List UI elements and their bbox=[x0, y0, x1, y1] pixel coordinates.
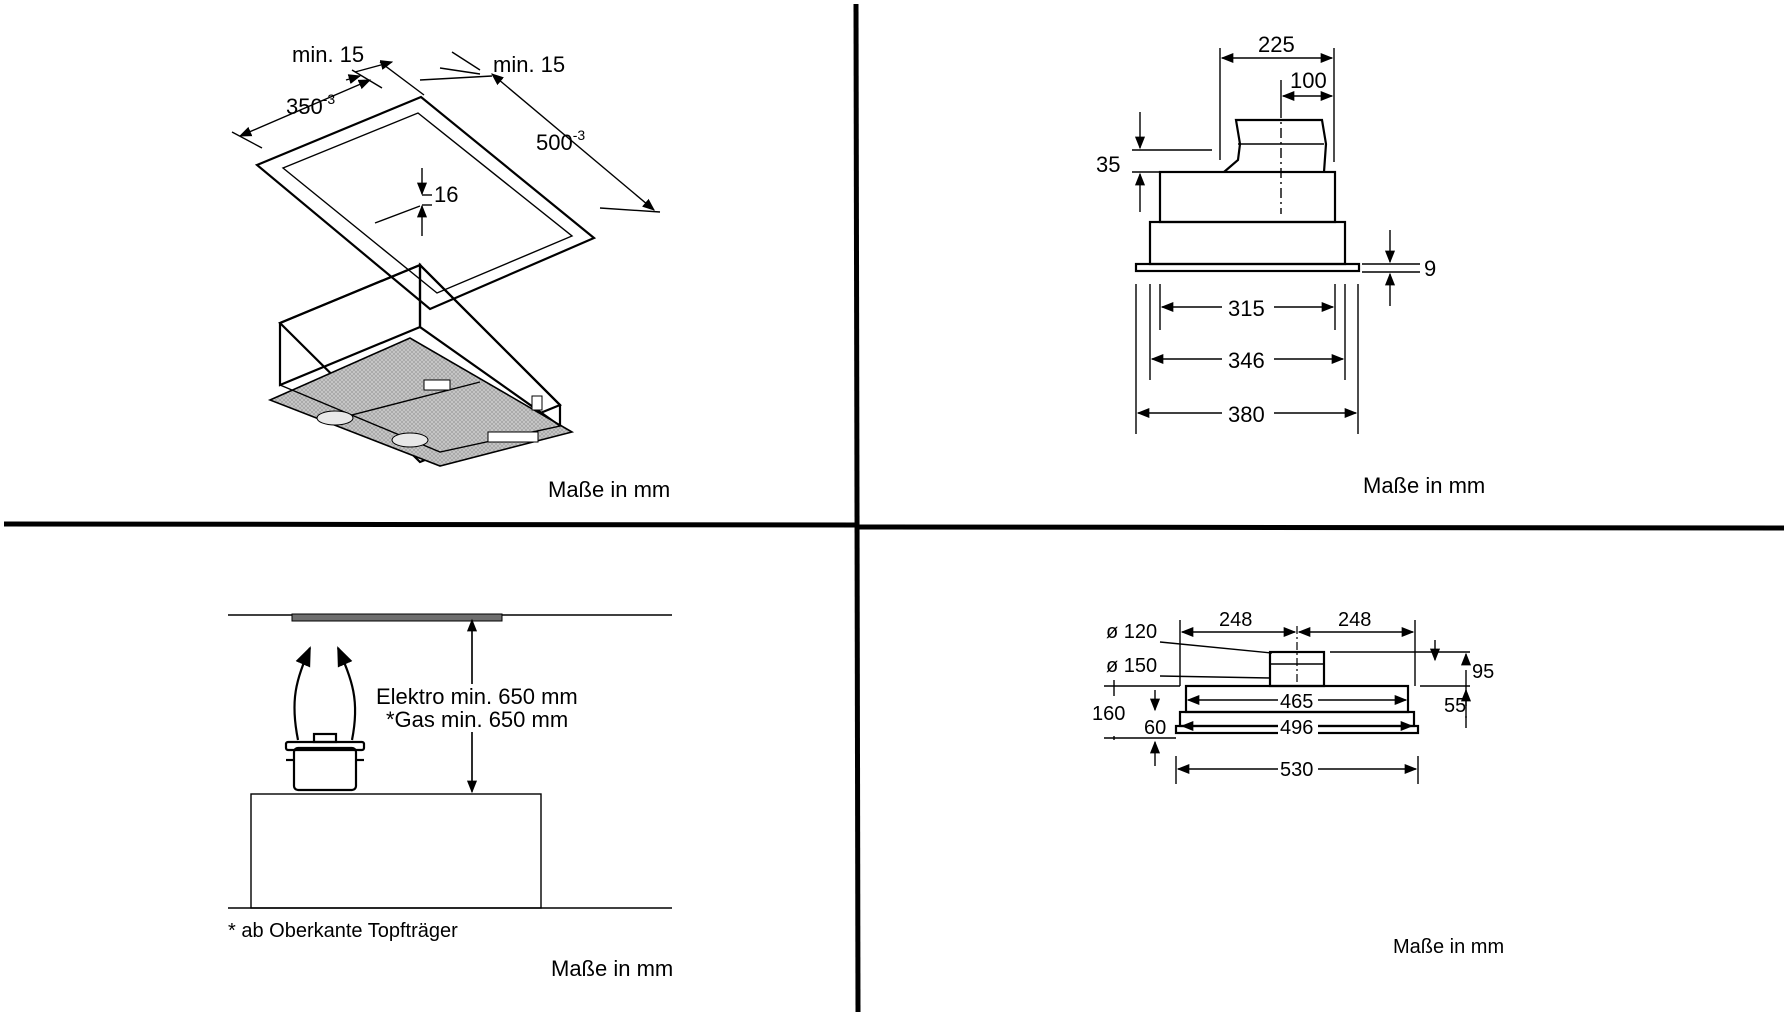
label-500-tol: -3 bbox=[573, 127, 586, 143]
label-346: 346 bbox=[1228, 348, 1265, 373]
dim-248: 248 248 bbox=[1179, 609, 1416, 686]
panel-side-view: 225 100 35 9 315 bbox=[1096, 32, 1485, 498]
label-min15-left: min. 15 bbox=[292, 42, 364, 67]
label-95: 95 bbox=[1472, 661, 1494, 683]
label-160: 160 bbox=[1092, 703, 1125, 725]
label-530: 530 bbox=[1280, 759, 1313, 781]
dim-width-350: 350-3 bbox=[231, 69, 383, 149]
cooking-pot-icon bbox=[284, 732, 366, 792]
label-d150: ø 150 bbox=[1106, 655, 1157, 677]
svg-text:500-3: 500-3 bbox=[536, 127, 585, 155]
dim-diameters: ø 120 ø 150 bbox=[1106, 621, 1273, 679]
steam-arrows-icon bbox=[293, 646, 357, 741]
dim-315: 315 bbox=[1159, 284, 1336, 330]
label-60: 60 bbox=[1144, 717, 1166, 739]
label-500: 500 bbox=[536, 130, 573, 155]
dim-380: 380 bbox=[1135, 284, 1359, 434]
label-d120: ø 120 bbox=[1106, 621, 1157, 643]
label-35: 35 bbox=[1096, 152, 1120, 177]
caption-bottom-left: Maße in mm bbox=[551, 956, 673, 981]
dim-346: 346 bbox=[1149, 284, 1346, 380]
label-225: 225 bbox=[1258, 32, 1295, 57]
label-315: 315 bbox=[1228, 296, 1265, 321]
caption-bottom-right: Maße in mm bbox=[1393, 936, 1504, 958]
panel-dividers bbox=[3, 3, 1784, 1012]
dim-225: 225 bbox=[1219, 32, 1335, 162]
label-16: 16 bbox=[434, 182, 458, 207]
label-350: 350 bbox=[286, 94, 323, 119]
label-350-tol: -3 bbox=[323, 91, 336, 107]
footnote-text: * ab Oberkante Topfträger bbox=[228, 920, 458, 942]
label-248-right: 248 bbox=[1338, 609, 1371, 631]
dim-95-55: 95 55 bbox=[1330, 640, 1494, 728]
panel-installation-height: Elektro min. 650 mm *Gas min. 650 mm * a… bbox=[228, 613, 673, 981]
ceiling-cutout-frame bbox=[254, 95, 597, 311]
label-gas: *Gas min. 650 mm bbox=[386, 707, 568, 732]
label-380: 380 bbox=[1228, 402, 1265, 427]
label-248-left: 248 bbox=[1219, 609, 1252, 631]
dim-530: 530 bbox=[1175, 756, 1419, 784]
dim-min15-right: min. 15 bbox=[419, 51, 565, 81]
svg-text:350-3: 350-3 bbox=[286, 91, 335, 119]
panel-cutout-isometric: min. 15 min. 15 350-3 500-3 16 bbox=[231, 42, 670, 502]
panel-front-view: ø 120 ø 150 248 248 95 55 bbox=[1092, 609, 1504, 958]
label-9: 9 bbox=[1424, 256, 1436, 281]
dim-496: 496 bbox=[1180, 716, 1414, 739]
dim-frame-16: 16 bbox=[416, 168, 458, 236]
dim-160-60: 160 60 bbox=[1092, 680, 1180, 766]
dim-35: 35 bbox=[1096, 112, 1212, 212]
label-496: 496 bbox=[1280, 717, 1313, 739]
label-min15-right: min. 15 bbox=[493, 52, 565, 77]
caption-top-left: Maße in mm bbox=[548, 477, 670, 502]
dim-9: 9 bbox=[1362, 230, 1436, 306]
label-elektro: Elektro min. 650 mm bbox=[376, 684, 578, 709]
hood-side-outline bbox=[1134, 108, 1361, 273]
dim-depth-500: 500-3 bbox=[439, 67, 661, 213]
label-100: 100 bbox=[1290, 68, 1327, 93]
dim-height-650: Elektro min. 650 mm *Gas min. 650 mm bbox=[376, 618, 578, 794]
label-465: 465 bbox=[1280, 691, 1313, 713]
dim-min15-left: min. 15 bbox=[292, 42, 425, 96]
label-55: 55 bbox=[1444, 695, 1466, 717]
hood-unit-drawing bbox=[267, 262, 575, 467]
caption-top-right: Maße in mm bbox=[1363, 473, 1485, 498]
dim-100: 100 bbox=[1280, 68, 1334, 108]
dim-465: 465 bbox=[1186, 690, 1408, 713]
